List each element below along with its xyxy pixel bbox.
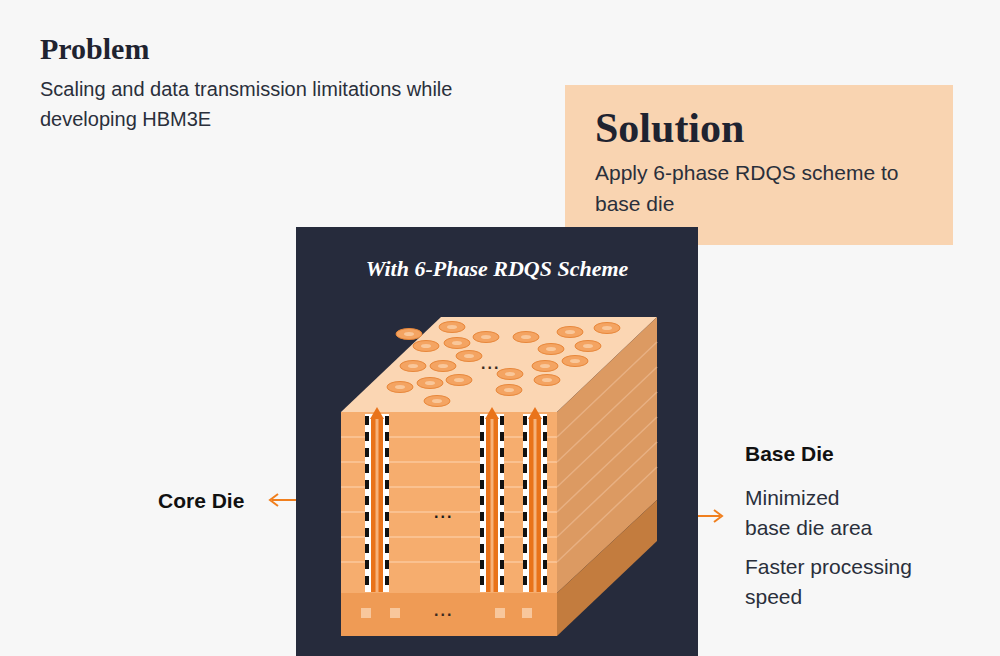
layer-line xyxy=(557,367,657,462)
tsv-top xyxy=(557,327,583,338)
tsv-core xyxy=(486,418,498,592)
heading: Solution xyxy=(595,105,923,151)
tsv-top-core xyxy=(421,344,431,348)
hbm-stack-illustration xyxy=(296,227,698,656)
tsv-top-core xyxy=(602,326,612,330)
label-heading: Core Die xyxy=(158,488,244,514)
layer-line xyxy=(557,417,657,512)
layer-line xyxy=(557,392,657,487)
pad xyxy=(361,608,371,618)
tsv-top-core xyxy=(404,332,414,336)
tsv-core-line xyxy=(491,418,494,592)
tsv-top-core xyxy=(565,330,575,334)
tsv-top xyxy=(497,369,523,380)
tsv-top-core xyxy=(542,378,552,382)
tsv-top-core xyxy=(570,359,580,363)
tsv-top-core xyxy=(540,364,550,368)
front-base xyxy=(341,593,557,636)
tsv-top xyxy=(473,332,499,343)
front-core xyxy=(341,412,557,593)
tsv-top-core xyxy=(481,335,491,339)
tsv-top xyxy=(413,341,439,352)
body-text: Apply 6-phase RDQS scheme to base die xyxy=(595,157,923,219)
tsv-dash xyxy=(480,414,484,592)
tsv-top xyxy=(439,322,465,333)
tsv-arrow xyxy=(485,407,499,419)
pad xyxy=(522,608,532,618)
tsv-top xyxy=(430,361,456,372)
ellipsis: ... xyxy=(434,601,453,621)
tsv-top-core xyxy=(505,372,515,376)
layer-line xyxy=(557,342,657,437)
tsv-dash xyxy=(543,414,547,592)
tsv-top xyxy=(513,332,539,343)
tsv-top xyxy=(575,341,601,352)
tsv-top xyxy=(538,344,564,355)
tsv-top-core xyxy=(464,354,474,358)
tsv-column xyxy=(523,414,547,592)
tsv-top-core xyxy=(447,325,457,329)
label-text: Scaling and data transmission limitation… xyxy=(40,74,520,134)
tsv-top-core xyxy=(425,381,435,385)
tsv-column xyxy=(365,414,389,592)
tsv-core xyxy=(371,418,383,592)
tsv-top xyxy=(456,351,482,362)
ellipsis: ... xyxy=(481,354,500,374)
illustration-panel: With 6-Phase RDQS Scheme xyxy=(296,227,698,656)
label-text: Minimized base die area xyxy=(745,483,883,543)
tsv-top-core xyxy=(408,364,418,368)
arrow-head xyxy=(714,510,722,522)
right-face-base xyxy=(557,500,657,636)
tsv-arrow xyxy=(528,407,542,419)
tsv-top xyxy=(417,378,443,389)
tsv-top xyxy=(532,361,558,372)
tsv-dash xyxy=(500,414,504,592)
tsv-top xyxy=(424,396,450,407)
label-text: Faster processing speed xyxy=(745,552,925,612)
tsv-top xyxy=(400,361,426,372)
tsv-dash xyxy=(385,414,389,592)
tsv-top xyxy=(396,329,422,340)
tsv-top-core xyxy=(395,385,405,389)
tsv-top-core xyxy=(583,344,593,348)
tsv-top-core xyxy=(452,341,462,345)
tsv-top-core xyxy=(432,399,442,403)
tsv-top-core xyxy=(504,388,514,392)
label-heading: Base Die xyxy=(745,441,834,467)
ellipsis: ... xyxy=(434,503,453,523)
tsv-top-core xyxy=(454,378,464,382)
tsv-top xyxy=(534,375,560,386)
layer-line xyxy=(557,442,657,537)
tsv-top-core xyxy=(521,335,531,339)
label-heading: Problem xyxy=(40,30,149,68)
tsv-column xyxy=(480,414,504,592)
tsv-top xyxy=(594,323,620,334)
tsv-top xyxy=(496,385,522,396)
tsv-top-core xyxy=(546,347,556,351)
solution-box: SolutionApply 6-phase RDQS scheme to bas… xyxy=(565,85,953,245)
tsv-top-core xyxy=(438,364,448,368)
arrow-head xyxy=(270,494,278,506)
tsv-dash xyxy=(365,414,369,592)
tsv-core xyxy=(529,418,541,592)
heading: With 6-Phase RDQS Scheme xyxy=(296,255,698,283)
tsv-dash xyxy=(523,414,527,592)
layer-line xyxy=(557,467,657,562)
pad xyxy=(390,608,400,618)
pad xyxy=(495,608,505,618)
tsv-top xyxy=(446,375,472,386)
tsv-arrow xyxy=(370,407,384,419)
tsv-top xyxy=(562,356,588,367)
cube xyxy=(341,317,657,636)
tsv-top xyxy=(444,338,470,349)
tsv-top xyxy=(387,382,413,393)
tsv-core-line xyxy=(534,418,537,592)
tsv-core-line xyxy=(376,418,379,592)
